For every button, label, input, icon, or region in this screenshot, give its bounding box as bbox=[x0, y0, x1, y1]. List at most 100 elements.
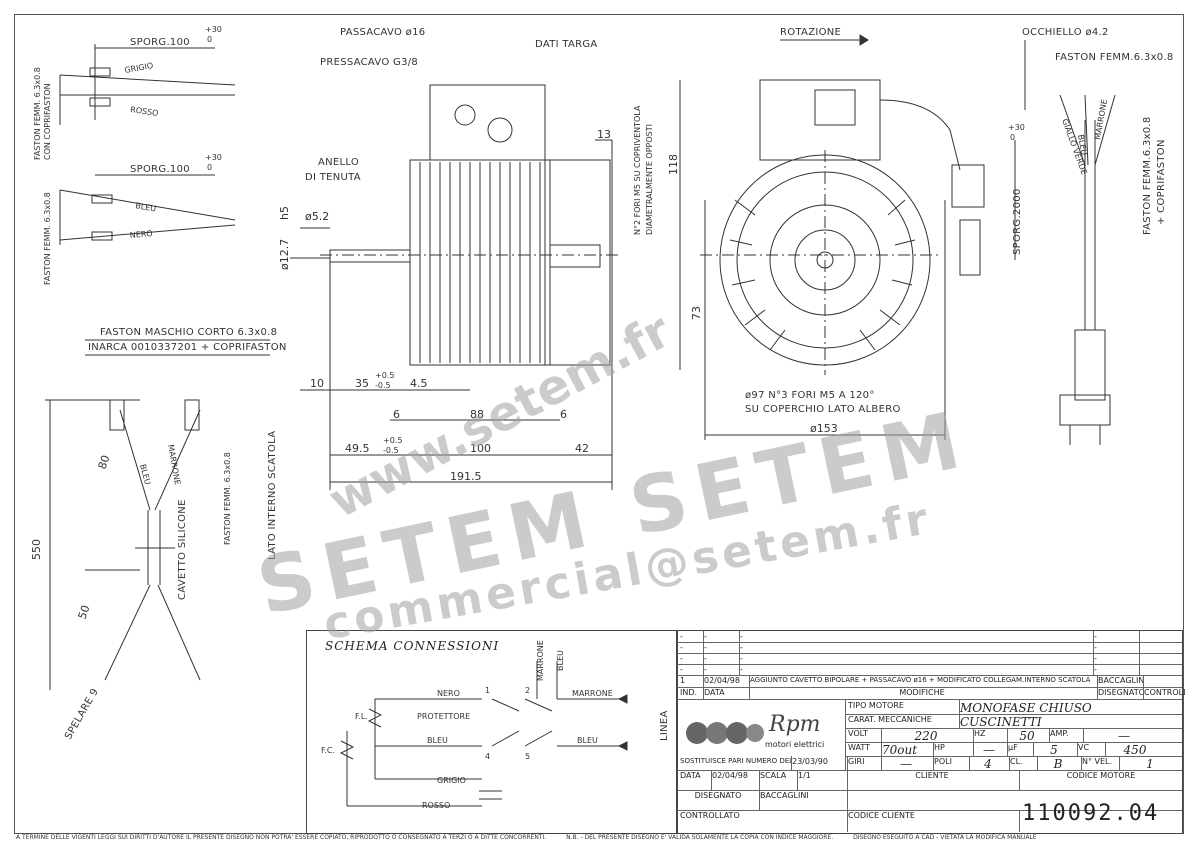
schema-protettore: PROTETTORE bbox=[417, 712, 470, 721]
footer-right: DISEGNO ESEGUITO A CAD - VIETATA LA MODI… bbox=[853, 834, 1037, 841]
tipo-motore-value: MONOFASE CHIUSO bbox=[960, 701, 1092, 714]
dim-45: 4.5 bbox=[410, 377, 428, 390]
schema-title: SCHEMA CONNESSIONI bbox=[325, 639, 500, 653]
disegnato-label: DISEGNATO bbox=[677, 790, 760, 810]
dati-targa-label: DATI TARGA bbox=[535, 39, 598, 50]
logo-sub: motori elettrici bbox=[765, 740, 825, 749]
rev1-ind: 1 bbox=[677, 675, 704, 687]
nvel-label: N° VEL. bbox=[1079, 756, 1120, 770]
hz-value: 50 bbox=[1005, 728, 1050, 742]
footer-notice: A TERMINE DELLE VIGENTI LEGGI SUI DIRITT… bbox=[16, 834, 1055, 841]
cl-value: B bbox=[1035, 756, 1082, 770]
schema-rosso: ROSSO bbox=[422, 801, 450, 810]
watt-row: WATT 70out HP — µF 5 VC 450 bbox=[845, 742, 1182, 757]
schema-n5: 5 bbox=[525, 752, 530, 761]
grigio-label: GRIGIO bbox=[124, 61, 154, 75]
codice-motore-value: 110092.04 bbox=[1022, 801, 1160, 826]
dim-80: 80 bbox=[96, 453, 113, 471]
codice-motore-label: CODICE MOTORE bbox=[1066, 771, 1136, 780]
bleu-label-2: BLEU bbox=[138, 463, 152, 486]
watt-value: 70out bbox=[879, 742, 934, 756]
poli-value: 4 bbox=[967, 756, 1010, 770]
dim-10: 10 bbox=[310, 377, 324, 390]
rev-row: - - - - bbox=[677, 664, 1182, 676]
faston-femm-right-label: FASTON FEMM.6.3x0.8 bbox=[1055, 52, 1174, 63]
bleu-label-3: BLEU bbox=[1076, 134, 1089, 156]
scala-value: 1/1 bbox=[795, 770, 848, 790]
vc-value: 450 bbox=[1123, 743, 1147, 756]
di-tenuta-label: DI TENUTA bbox=[305, 172, 361, 183]
uf-label: µF bbox=[1005, 742, 1034, 756]
dim-13: 13 bbox=[597, 128, 611, 141]
schema-marrone-col: MARRONE bbox=[536, 640, 545, 681]
sost-value: 23/03/90 bbox=[789, 756, 848, 770]
rev-cell: - bbox=[737, 631, 1094, 642]
con-coprifaston-label: CON COPRIFASTON bbox=[43, 83, 52, 160]
tol-0-c: 0 bbox=[1010, 133, 1015, 142]
rev-cell: - bbox=[737, 653, 1094, 664]
schema-bleu: BLEU bbox=[427, 736, 448, 745]
disegnato-value: BACCAGLINI bbox=[757, 790, 848, 810]
tol-m05-b: -0.5 bbox=[383, 446, 399, 455]
nero-label: NERO bbox=[129, 229, 153, 240]
tol-30-c: +30 bbox=[1008, 123, 1025, 132]
rev-cell: - bbox=[1091, 631, 1140, 642]
rpm-logo-icon bbox=[686, 722, 764, 744]
dim-550: 550 bbox=[30, 539, 43, 560]
hz-label: HZ bbox=[971, 728, 1008, 742]
tol-05-a: +0.5 bbox=[375, 371, 394, 380]
dim-1915: 191.5 bbox=[450, 470, 482, 483]
schema-wiring: NERO PROTETTORE BLEU GRIGIO ROSSO F.L. F… bbox=[321, 640, 670, 810]
dim-495: 49.5 bbox=[345, 442, 370, 455]
tol-05-b: +0.5 bbox=[383, 436, 402, 445]
rev1-date: 02/04/98 bbox=[701, 675, 750, 687]
rev-header-row: IND. DATA MODIFICHE DISEGNATO CONTROLLAT… bbox=[677, 687, 1185, 700]
marrone-label-3: MARRONE bbox=[1093, 99, 1109, 141]
tol-m05-a: -0.5 bbox=[375, 381, 391, 390]
schema-n4: 4 bbox=[485, 752, 490, 761]
faston-femm-label-2: FASTON FEMM. 6.3x0.8 bbox=[43, 192, 52, 285]
disegnato-row: DISEGNATO BACCAGLINI bbox=[677, 790, 1182, 811]
rev-cell: - bbox=[701, 653, 740, 664]
logo-rpm: Rpm bbox=[769, 712, 821, 737]
sporg-100-top-label: SPORG.100 bbox=[130, 37, 190, 48]
hdr-modifiche: MODIFICHE bbox=[747, 687, 1098, 699]
lato-interno-label: LATO INTERNO SCATOLA bbox=[267, 431, 278, 560]
uf-value: 5 bbox=[1031, 742, 1078, 756]
rev-row: - - - - bbox=[677, 642, 1182, 654]
bleu-label: BLEU bbox=[135, 201, 157, 214]
sporg-100-mid-label: SPORG.100 bbox=[130, 164, 190, 175]
hp-value: — bbox=[971, 742, 1008, 756]
cl-label: CL. bbox=[1007, 756, 1038, 770]
coperchio-label: SU COPERCHIO LATO ALBERO bbox=[745, 404, 901, 415]
rev-cell: - bbox=[701, 631, 740, 642]
dim-d52: ø5.2 bbox=[305, 210, 329, 223]
coprifaston-r-label: + COPRIFASTON bbox=[1156, 139, 1167, 225]
amp-value: — bbox=[1118, 729, 1130, 742]
rev-cell: - bbox=[1091, 664, 1140, 675]
sost-label: SOSTITUISCE PARI NUMERO DEL bbox=[677, 756, 792, 770]
schema-n1: 1 bbox=[485, 686, 490, 695]
dim-h5: h5 bbox=[278, 206, 291, 220]
dim-6b: 6 bbox=[560, 408, 567, 421]
dim-50: 50 bbox=[76, 603, 93, 621]
cliente-label: CLIENTE bbox=[845, 770, 1020, 790]
faston-femm-left-label: FASTON FEMM. 6.3x0.8 bbox=[223, 452, 232, 545]
volt-row: VOLT 220 HZ 50 AMP. — bbox=[845, 728, 1182, 743]
tol-30-a: +30 bbox=[205, 25, 222, 34]
sost-giri-row: SOSTITUISCE PARI NUMERO DEL 23/03/90 GIR… bbox=[677, 756, 1182, 771]
n2-fori-label: N°2 FORI M5 SU COPRIVENTOLA bbox=[633, 105, 642, 235]
nvel-value: 1 bbox=[1146, 757, 1154, 770]
anello-label: ANELLO bbox=[318, 157, 359, 168]
dim-42: 42 bbox=[575, 442, 589, 455]
tipo-motore-label: TIPO MOTORE bbox=[845, 700, 960, 714]
dim-88: 88 bbox=[470, 408, 484, 421]
connection-schema: SCHEMA CONNESSIONI bbox=[306, 630, 678, 834]
carat-label: CARAT. MECCANICHE bbox=[845, 714, 960, 728]
carat-value: CUSCINETTI bbox=[960, 715, 1042, 728]
rev-cell: - bbox=[1091, 642, 1140, 653]
schema-bleu-out: BLEU bbox=[577, 736, 598, 745]
passacavo-label: PASSACAVO ø16 bbox=[340, 27, 425, 38]
rev-cell: - bbox=[701, 642, 740, 653]
